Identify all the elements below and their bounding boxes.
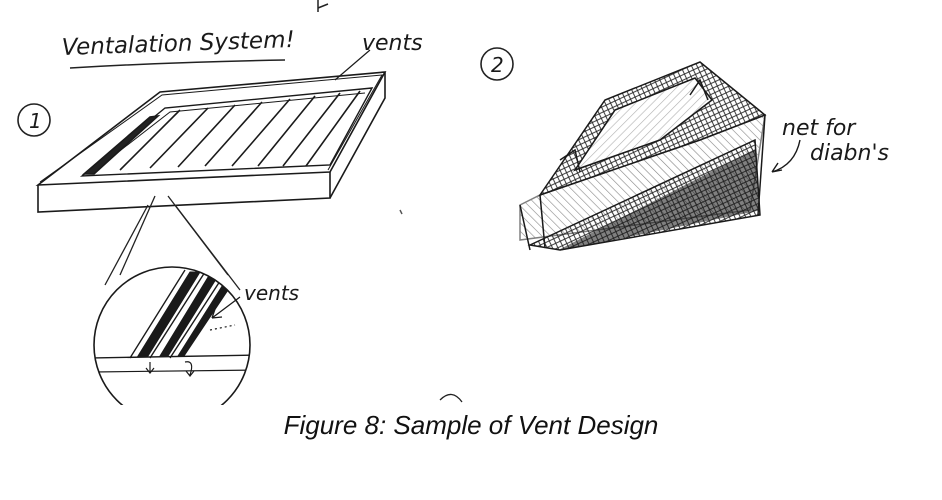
net-structure-sketch xyxy=(519,61,767,251)
label-vents-top: vents xyxy=(362,31,423,56)
label-vents-detail: vents xyxy=(244,281,299,305)
detail-leader-lines xyxy=(104,195,241,291)
title-underline xyxy=(69,59,286,69)
label-net-line1: net for xyxy=(782,116,857,141)
vent-detail-magnifier xyxy=(93,266,251,405)
marker-1-label: 1 xyxy=(29,109,42,133)
sketch-title: Ventalation System! xyxy=(61,27,295,61)
label-net-line2: diabn's xyxy=(810,141,889,166)
marker-2: 2 xyxy=(480,47,514,81)
marker-2-label: 2 xyxy=(491,53,504,77)
marker-1: 1 xyxy=(17,103,51,137)
vent-design-sketch: Ventalation System! 1 xyxy=(17,0,889,405)
net-label-arrow xyxy=(771,139,801,173)
vent-box-sketch xyxy=(35,49,387,213)
figure-caption: Figure 8: Sample of Vent Design xyxy=(283,410,659,440)
